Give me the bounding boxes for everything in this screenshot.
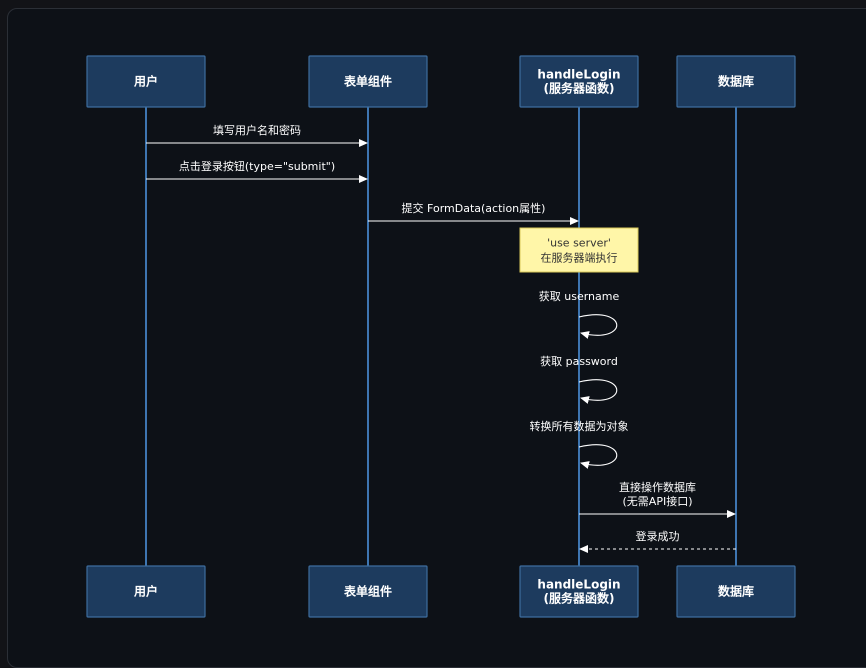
actor-handler-bottom: handleLogin(服务器函数) bbox=[519, 565, 639, 618]
actor-label-line-2: (服务器函数) bbox=[544, 591, 615, 606]
actor-form-bottom: 表单组件 bbox=[308, 565, 428, 618]
message-arrow bbox=[578, 379, 618, 404]
actor-box bbox=[519, 565, 639, 618]
note-box bbox=[519, 227, 639, 273]
actor-handler-top: handleLogin(服务器函数) bbox=[519, 55, 639, 108]
actor-user-top: 用户 bbox=[86, 55, 206, 108]
message-arrow bbox=[578, 314, 618, 339]
note-layer: 'use server'在服务器端执行 bbox=[519, 227, 639, 273]
actor-box bbox=[519, 55, 639, 108]
message-label: 获取 password bbox=[540, 355, 618, 368]
message-3: 提交 FormData(action属性) bbox=[368, 201, 579, 225]
actor-db-top: 数据库 bbox=[676, 55, 796, 108]
actor-label: 数据库 bbox=[718, 74, 754, 89]
actor-label: 用户 bbox=[133, 74, 158, 89]
actor-label-line-2: (服务器函数) bbox=[544, 81, 615, 96]
actor-box bbox=[86, 55, 206, 108]
message-label: 获取 username bbox=[539, 290, 620, 303]
actor-label: 表单组件 bbox=[343, 584, 392, 599]
message-label: 点击登录按钮(type="submit") bbox=[179, 159, 335, 173]
message-5: 获取 password bbox=[540, 355, 618, 404]
note-label-line-2: 在服务器端执行 bbox=[541, 251, 618, 265]
actor-label: 数据库 bbox=[718, 584, 754, 599]
message-label-line-2: (无需API接口) bbox=[623, 495, 693, 508]
actor-label: 用户 bbox=[133, 584, 158, 599]
message-label: 提交 FormData(action属性) bbox=[402, 201, 546, 215]
message-2: 点击登录按钮(type="submit") bbox=[146, 159, 368, 183]
actor-db-bottom: 数据库 bbox=[676, 565, 796, 618]
actor-box bbox=[676, 565, 796, 618]
message-label: 填写用户名和密码 bbox=[213, 123, 301, 137]
message-1: 填写用户名和密码 bbox=[146, 123, 368, 147]
message-label: 登录成功 bbox=[636, 529, 680, 543]
actor-box bbox=[308, 55, 428, 108]
actor-label-line-1: handleLogin bbox=[537, 578, 620, 592]
message-6: 转换所有数据为对象 bbox=[530, 419, 629, 469]
actor-form-top: 表单组件 bbox=[308, 55, 428, 108]
message-label: 转换所有数据为对象 bbox=[530, 419, 629, 433]
actor-label: 表单组件 bbox=[343, 74, 392, 89]
note-label-line-1: 'use server' bbox=[547, 237, 611, 250]
actor-box bbox=[676, 55, 796, 108]
message-8: 登录成功 bbox=[579, 529, 736, 553]
actor-label-line-1: handleLogin bbox=[537, 68, 620, 82]
message-7: 直接操作数据库(无需API接口) bbox=[579, 480, 736, 518]
actor-box bbox=[86, 565, 206, 618]
note-use-server: 'use server'在服务器端执行 bbox=[519, 227, 639, 273]
message-label-line-1: 直接操作数据库 bbox=[619, 480, 696, 494]
message-4: 获取 username bbox=[539, 290, 620, 339]
actor-box bbox=[308, 565, 428, 618]
message-arrow bbox=[578, 444, 618, 469]
actors-bottom: 用户 表单组件 handleLogin(服务器函数) 数据库 bbox=[86, 565, 796, 618]
actors-top: 用户 表单组件 handleLogin(服务器函数) 数据库 bbox=[86, 55, 796, 108]
actor-user-bottom: 用户 bbox=[86, 565, 206, 618]
lifelines bbox=[145, 107, 737, 566]
diagram-frame bbox=[7, 8, 866, 668]
